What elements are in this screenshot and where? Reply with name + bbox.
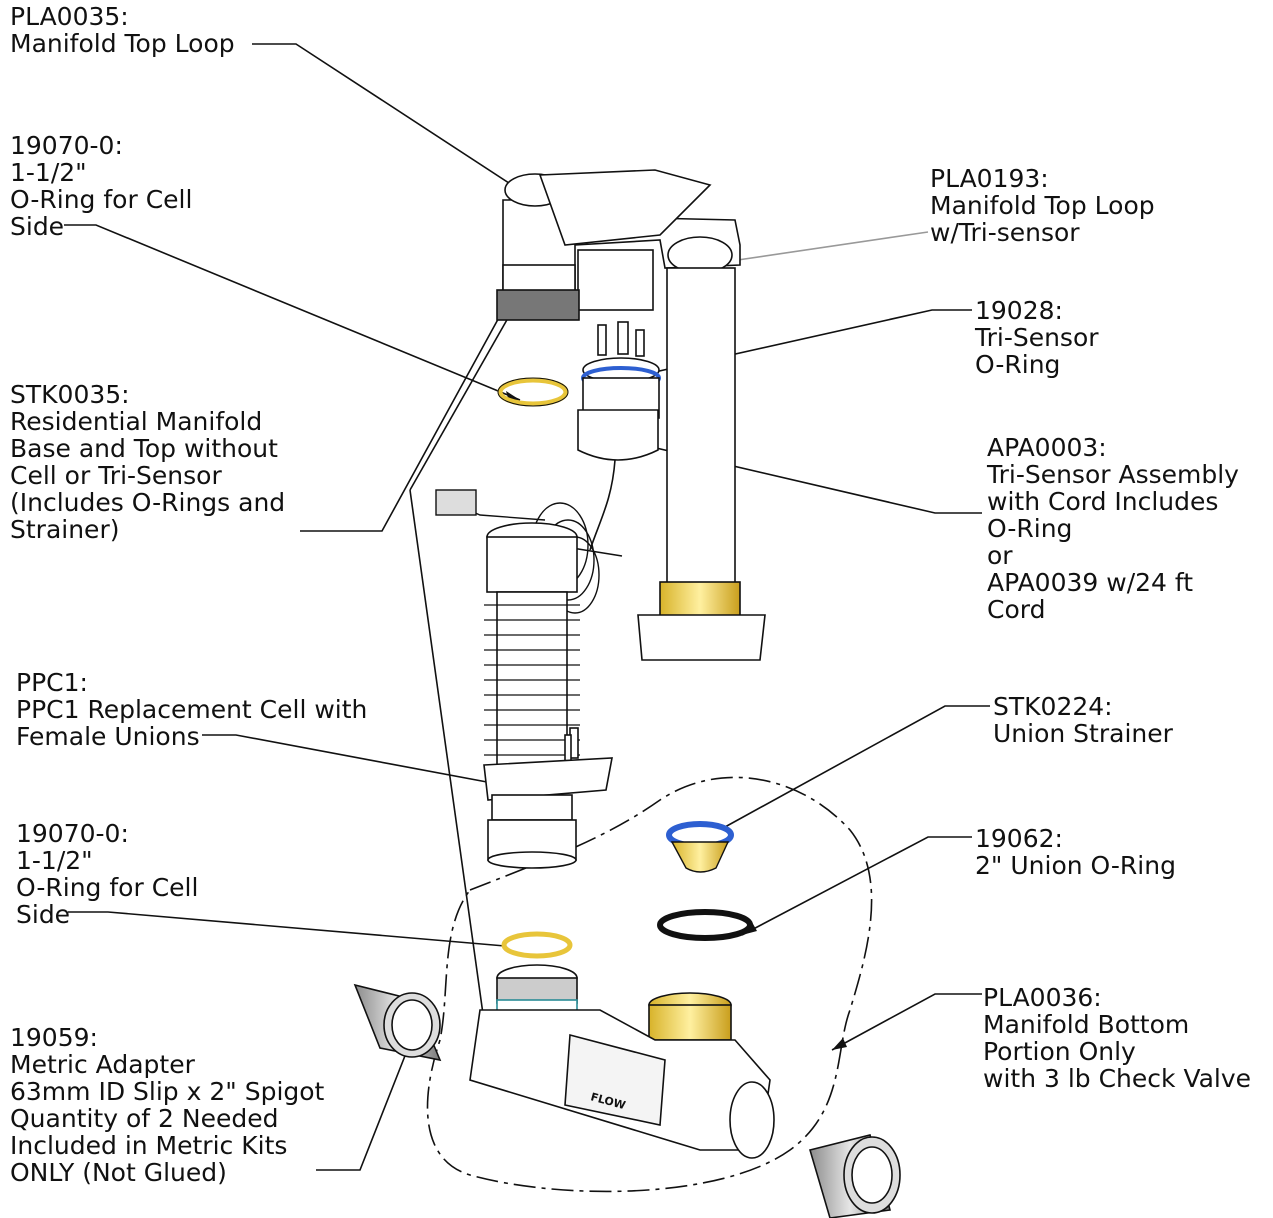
callout-line: Metric Adapter xyxy=(10,1050,195,1079)
callout-line: O-Ring for Cell xyxy=(10,185,193,214)
callout-line: Quantity of 2 Needed xyxy=(10,1104,279,1133)
leader-o-ring-bottom xyxy=(68,911,506,947)
arrowheads xyxy=(404,370,847,1054)
callout-19028: 19028: Tri-Sensor O-Ring xyxy=(975,297,1099,378)
leader-o-ring-top xyxy=(64,224,521,401)
callout-line: 63mm ID Slip x 2" Spigot xyxy=(10,1077,325,1106)
callout-line: w/Tri-sensor xyxy=(930,218,1080,247)
callout-line: PPC1 Replacement Cell with xyxy=(16,695,368,724)
leader-pla0193 xyxy=(723,231,929,263)
callout-line: Base and Top without xyxy=(10,434,278,463)
callout-line: with Cord Includes xyxy=(987,487,1219,516)
callout-ppc1: PPC1: PPC1 Replacement Cell with Female … xyxy=(16,669,367,750)
ppc1-cell xyxy=(483,522,613,869)
leader-stk0035 xyxy=(300,311,503,532)
callout-line: PPC1: xyxy=(16,668,88,697)
callout-line: PLA0193: xyxy=(930,164,1049,193)
callout-line: 19070-0: xyxy=(16,819,129,848)
callout-line: Tri-Sensor Assembly xyxy=(987,460,1239,489)
callout-line: Side xyxy=(16,900,71,929)
callout-line: Female Unions xyxy=(16,722,200,751)
callout-line: APA0003: xyxy=(987,433,1107,462)
callout-line: 19070-0: xyxy=(10,131,123,160)
leader-19059 xyxy=(316,1037,413,1171)
callout-line: Tri-Sensor xyxy=(975,323,1099,352)
callout-pla0036: PLA0036: Manifold Bottom Portion Only wi… xyxy=(983,984,1251,1092)
callout-line: 19059: xyxy=(10,1023,98,1052)
callout-apa0003: APA0003: Tri-Sensor Assembly with Cord I… xyxy=(987,434,1239,623)
leader-stk0224 xyxy=(704,705,990,839)
callout-o-ring-top: 19070-0: 1-1/2" O-Ring for Cell Side xyxy=(10,132,192,240)
bottom-manifold-boundary xyxy=(426,776,873,1193)
callout-line: ONLY (Not Glued) xyxy=(10,1158,227,1187)
o-ring-bottom-part xyxy=(501,931,573,959)
callout-pla0193: PLA0193: Manifold Top Loop w/Tri-sensor xyxy=(930,165,1155,246)
callout-line: 1-1/2" xyxy=(16,846,93,875)
callout-pla0035: PLA0035: Manifold Top Loop xyxy=(10,3,235,57)
metric-adapter-right xyxy=(808,1134,901,1218)
cell-fins xyxy=(484,604,580,756)
callout-line: O-Ring for Cell xyxy=(16,873,199,902)
callout-line: Union Strainer xyxy=(993,719,1173,748)
leader-pla0036 xyxy=(831,993,982,1051)
callout-line: Manifold Top Loop xyxy=(930,191,1155,220)
leader-stk0035-b xyxy=(409,317,509,491)
leader-pla0035 xyxy=(252,43,536,201)
callout-line: Cell or Tri-Sensor xyxy=(10,461,222,490)
callout-line: O-Ring xyxy=(987,514,1073,543)
callout-line: APA0039 w/24 ft xyxy=(987,568,1194,597)
o-ring-top-part xyxy=(497,377,569,407)
callout-19062: 19062: 2" Union O-Ring xyxy=(975,825,1176,879)
union-strainer-part xyxy=(666,821,734,873)
callout-19059: 19059: Metric Adapter 63mm ID Slip x 2" … xyxy=(10,1024,324,1186)
callout-line: PLA0035: xyxy=(10,2,129,31)
callout-line: Manifold Bottom xyxy=(983,1010,1190,1039)
leader-ppc1 xyxy=(202,734,504,786)
callout-line: Manifold Top Loop xyxy=(10,29,235,58)
callout-line: 1-1/2" xyxy=(10,158,87,187)
callout-line: with 3 lb Check Valve xyxy=(983,1064,1252,1093)
callout-line: or xyxy=(987,541,1013,570)
callout-line: PLA0036: xyxy=(983,983,1102,1012)
callout-line: STK0035: xyxy=(10,380,130,409)
callout-stk0035: STK0035: Residential Manifold Base and T… xyxy=(10,381,285,543)
callout-line: Side xyxy=(10,212,65,241)
callout-stk0224: STK0224: Union Strainer xyxy=(993,693,1173,747)
leader-19062 xyxy=(741,836,972,936)
manifold-top-loop xyxy=(496,169,766,661)
metric-adapter-left xyxy=(353,983,442,1062)
union-o-ring-part xyxy=(657,909,753,941)
callout-line: 19028: xyxy=(975,296,1063,325)
callout-line: STK0224: xyxy=(993,692,1113,721)
leader-lines xyxy=(64,43,990,1171)
callout-line: O-Ring xyxy=(975,350,1061,379)
callout-line: 19062: xyxy=(975,824,1063,853)
manifold-bottom xyxy=(469,964,775,1159)
callout-line: Strainer) xyxy=(10,515,120,544)
leader-stk0035-long xyxy=(409,489,489,1051)
callout-line: Cord xyxy=(987,595,1046,624)
callout-line: 2" Union O-Ring xyxy=(975,851,1176,880)
tri-sensor-assembly xyxy=(577,321,661,551)
callout-line: Portion Only xyxy=(983,1037,1136,1066)
callout-o-ring-bottom: 19070-0: 1-1/2" O-Ring for Cell Side xyxy=(16,820,198,928)
callout-line: Residential Manifold xyxy=(10,407,263,436)
callout-line: Included in Metric Kits xyxy=(10,1131,288,1160)
callout-line: (Includes O-Rings and xyxy=(10,488,286,517)
